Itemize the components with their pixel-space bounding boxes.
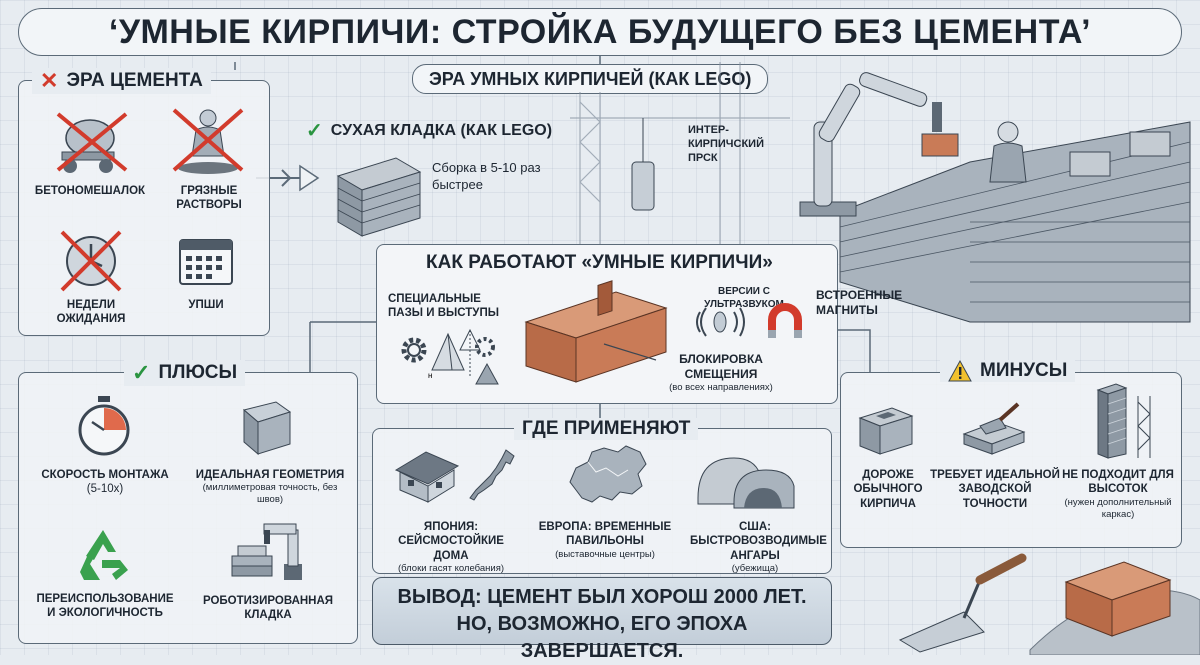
- hollow-block-icon: [858, 407, 914, 455]
- pros-item-speed: СКОРОСТЬ МОНТАЖА (5-10x): [41, 469, 169, 496]
- cube-icon: [242, 401, 292, 456]
- cons-item-high-rise: НЕ ПОДХОДИТ ДЛЯ ВЫСОТОК (нужен дополните…: [1062, 469, 1174, 520]
- calendar-icon: [179, 239, 233, 285]
- conclusion-box: ВЫВОД: ЦЕМЕНТ БЫЛ ХОРОШ 2000 ЛЕТ. НО, ВО…: [372, 577, 832, 662]
- pros-header: ✓ ПЛЮСЫ: [124, 360, 246, 386]
- pyramid-letter: н: [428, 371, 432, 380]
- gear-small-icon: [475, 337, 495, 357]
- tetrahedron-icon: [475, 362, 499, 385]
- how-it-works-header: КАК РАБОТАЮТ «УМНЫЕ КИРПИЧИ»: [426, 252, 773, 273]
- pyramid-icon: н: [428, 332, 465, 380]
- cement-item-mixers: БЕТОНОМЕШАЛОК: [34, 185, 146, 197]
- lock-label: БЛОКИРОВКА СМЕЩЕНИЯ (во всех направления…: [669, 352, 773, 393]
- robotic-laying-icon: [231, 523, 302, 580]
- cons-item-expensive: ДОРОЖЕ ОБЫЧНОГО КИРПИЧА: [853, 469, 923, 510]
- robot-wall-illustration: [570, 62, 1191, 323]
- brick-wall-stack-icon: [336, 157, 422, 237]
- where-item-europe: ЕВРОПА: ВРЕМЕННЫЕ ПАВИЛЬОНЫ (выставочные…: [538, 521, 672, 560]
- magnet-icon: [768, 303, 802, 338]
- pros-item-geometry: ИДЕАЛЬНАЯ ГЕОМЕТРИЯ (миллиметровая точно…: [195, 469, 345, 506]
- hangar-icon: [697, 457, 795, 509]
- cons-header: МИНУСЫ: [940, 360, 1076, 382]
- magnets-label: ВСТРОЕННЫЕ МАГНИТЫ: [816, 288, 903, 317]
- interlock-arrow-icon: [603, 343, 657, 361]
- pros-item-robotic: РОБОТИЗИРОВАННАЯ КЛАДКА: [202, 595, 334, 622]
- house-icon: [394, 451, 460, 503]
- where-item-japan: ЯПОНИЯ: СЕЙСМОСТОЙКИЕ ДОМА (блоки гасят …: [397, 521, 505, 575]
- warning-icon: [948, 360, 972, 382]
- europe-map-icon: [569, 445, 647, 503]
- cement-item-dirty-mortar: ГРЯЗНЫЕ РАСТВОРЫ: [176, 185, 242, 212]
- trowel-brick-illustration: [898, 553, 1200, 655]
- japan-map-icon: [469, 449, 515, 501]
- ultrasound-label: ВЕРСИИ С УЛЬТРАЗВУКОМ: [704, 286, 784, 310]
- pros-panel: [18, 372, 358, 644]
- recycle-icon: [80, 530, 128, 580]
- gear-icon: [401, 337, 427, 363]
- interbrick-label: ИНТЕР- КИРПИЧСКИЙ ПРСК: [688, 124, 764, 164]
- stopwatch-icon: [78, 396, 130, 456]
- cement-item-upshi: УПШИ: [188, 299, 224, 311]
- where-item-usa: США: БЫСТРОВОЗВОДИМЫЕ АНГАРЫ (убежища): [690, 521, 827, 575]
- pyramid-outline-icon: [459, 328, 481, 376]
- page-title: ‘УМНЫЕ КИРПИЧИ: СТРОЙКА БУДУЩЕГО БЕЗ ЦЕМ…: [108, 12, 1092, 51]
- cons-item-precision: ТРЕБУЕТ ИДЕАЛЬНОЙ ЗАВОДСКОЙ ТОЧНОСТИ: [930, 469, 1060, 510]
- cement-item-waiting-weeks: НЕДЕЛИ ОЖИДАНИЯ: [56, 299, 126, 326]
- assembly-speed-text: Сборка в 5-10 раз быстрее: [432, 160, 541, 192]
- skyscraper-icon: [1096, 383, 1151, 459]
- dry-laying-header: ✓ СУХАЯ КЛАДКА (КАК LEGO): [306, 120, 553, 142]
- check-icon: ✓: [306, 120, 323, 142]
- check-icon: ✓: [132, 360, 151, 385]
- dirty-worker-icon: [172, 108, 244, 174]
- cross-icon: ✕: [40, 68, 59, 93]
- interlocking-brick-icon: [524, 280, 668, 383]
- trowel-block-icon: [962, 402, 1026, 455]
- cement-era-header: ✕ ЭРА ЦЕМЕНТА: [32, 68, 211, 94]
- pros-item-reuse: ПЕРЕИСПОЛЬЗОВАНИЕ И ЭКОЛОГИЧНОСТЬ: [36, 593, 174, 620]
- ultrasound-waves-icon: [696, 307, 745, 337]
- page-title-bar: ‘УМНЫЕ КИРПИЧИ: СТРОЙКА БУДУЩЕГО БЕЗ ЦЕМ…: [18, 8, 1182, 56]
- grooves-label: СПЕЦИАЛЬНЫЕ ПАЗЫ И ВЫСТУПЫ: [388, 293, 499, 320]
- where-header: ГДЕ ПРИМЕНЯЮТ: [514, 418, 699, 440]
- concrete-mixer-icon: [56, 112, 128, 173]
- smart-era-header: ЭРА УМНЫХ КИРПИЧЕЙ (КАК LEGO): [412, 64, 769, 94]
- waiting-clock-icon: [60, 230, 122, 292]
